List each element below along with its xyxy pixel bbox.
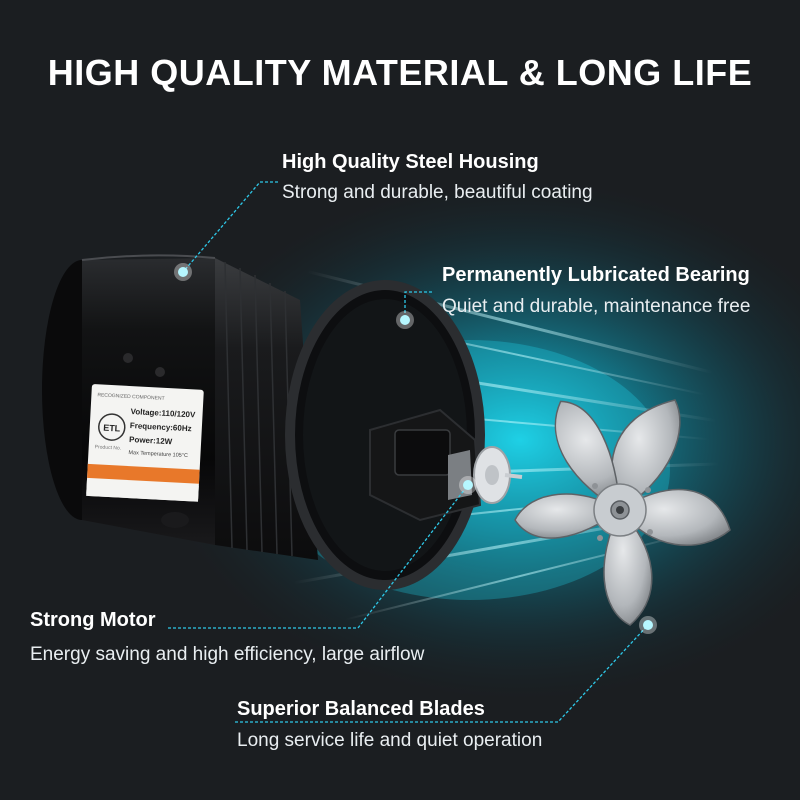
feature-desc-blades: Long service life and quiet operation — [237, 730, 543, 751]
label-model: Product No. — [95, 444, 122, 451]
feature-title-housing: High Quality Steel Housing — [282, 151, 539, 173]
label-max-temp: Max Temperature 105°C — [128, 450, 188, 459]
feature-title-motor: Strong Motor — [30, 609, 156, 631]
label-etl-mark: ETL — [103, 423, 121, 434]
feature-title-bearing: Permanently Lubricated Bearing — [442, 264, 750, 286]
label-frequency: Frequency:60Hz — [130, 421, 192, 433]
feature-desc-bearing: Quiet and durable, maintenance free — [442, 296, 751, 317]
feature-desc-housing: Strong and durable, beautiful coating — [282, 182, 593, 203]
callout-dots — [178, 267, 653, 630]
fan-blades — [514, 399, 731, 626]
product-label: ETL RECOGNIZED COMPONENT Voltage:110/120… — [86, 384, 204, 502]
feature-desc-motor: Energy saving and high efficiency, large… — [30, 644, 425, 665]
page-title: HIGH QUALITY MATERIAL & LONG LIFE — [47, 52, 753, 93]
label-voltage: Voltage:110/120V — [130, 407, 196, 419]
callout-lines — [168, 181, 649, 723]
feature-title-blades: Superior Balanced Blades — [237, 698, 485, 720]
label-brand: RECOGNIZED COMPONENT — [97, 392, 164, 402]
motor — [369, 408, 523, 522]
label-power: Power:12W — [129, 435, 173, 446]
